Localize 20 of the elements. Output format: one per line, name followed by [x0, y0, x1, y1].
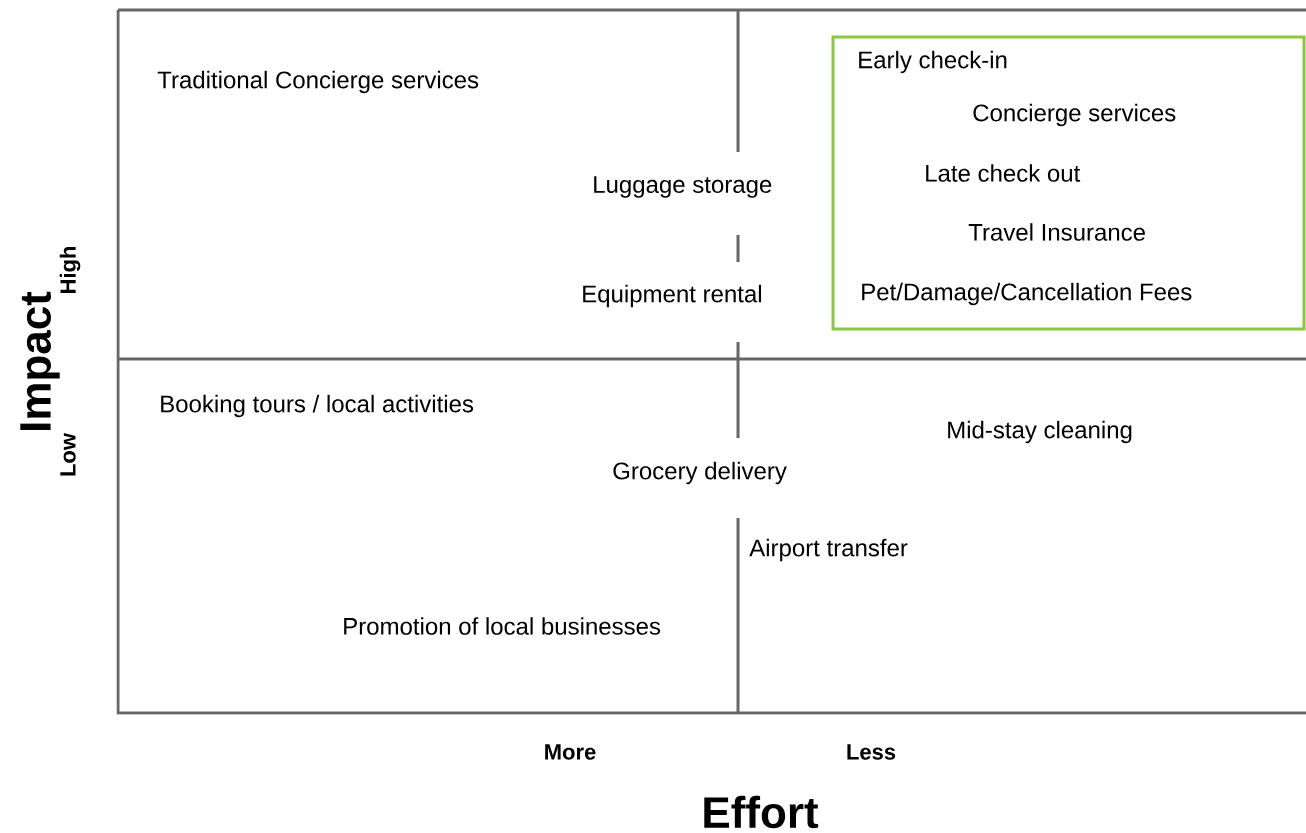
item-label: Promotion of local businesses: [344, 617, 661, 635]
item-text: Early check-in: [859, 50, 1007, 74]
item-label: Airport transfer: [749, 538, 908, 562]
item-label: Equipment rental: [583, 284, 761, 308]
highlight-box: [831, 35, 1306, 331]
item-label: Luggage storage: [594, 176, 772, 198]
item-text: Pet/Damage/Cancellation Fees: [862, 282, 1192, 306]
scale-label: More: [545, 744, 596, 760]
item-label: Mid-stay cleaning: [948, 420, 1132, 444]
item-text: Concierge services: [973, 103, 1176, 127]
scale-label: Less: [847, 744, 896, 760]
scale-label: Low: [60, 432, 76, 476]
item-label: Traditional Concierge services: [157, 70, 479, 94]
axis-title: Effort: [704, 795, 819, 829]
item-label: Grocery delivery: [613, 461, 787, 485]
item-text: Travel Insurance: [968, 223, 1145, 241]
axis-title: Impact: [20, 291, 60, 430]
item-label: Booking tours / local activities: [161, 394, 474, 418]
scale-label: High: [59, 246, 81, 293]
item-text: Late check out: [926, 164, 1081, 182]
